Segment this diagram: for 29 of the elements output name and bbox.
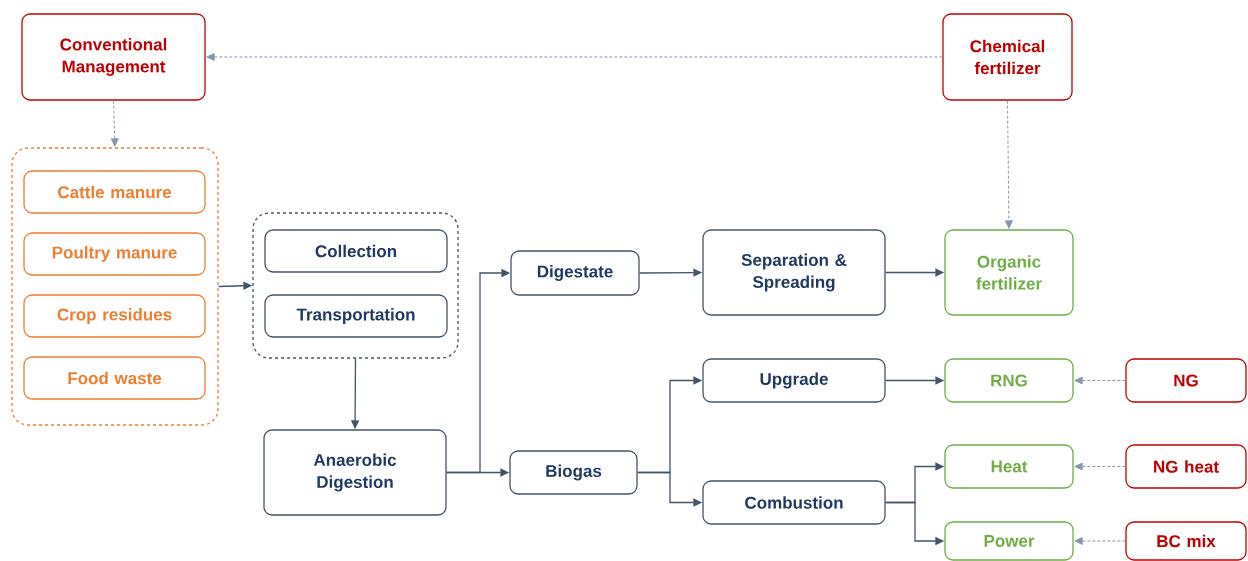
process-box: Organic fertilizer	[944, 229, 1074, 316]
process-box: Upgrade	[702, 358, 886, 403]
process-box: Combustion	[702, 480, 886, 525]
process-box: NG heat	[1125, 444, 1247, 489]
process-box: RNG	[944, 358, 1074, 403]
dashed-group-outline	[252, 212, 459, 359]
arrow	[206, 53, 943, 61]
arrow	[1074, 537, 1126, 545]
arrow	[1074, 462, 1126, 471]
arrow	[1005, 100, 1013, 229]
process-box: Power	[944, 521, 1074, 561]
item-box: Collection	[264, 229, 448, 273]
item-box: Transportation	[264, 294, 448, 338]
arrow	[110, 100, 119, 147]
process-box: NG	[1125, 358, 1247, 403]
process-box: BC mix	[1125, 521, 1247, 561]
item-box: Cattle manure	[23, 170, 206, 214]
dashed-group-outline	[11, 147, 219, 426]
process-box: Conventional Management	[21, 13, 206, 101]
item-box: Crop residues	[23, 294, 206, 338]
process-box: Biogas	[509, 450, 638, 495]
process-box: Anaerobic Digestion	[263, 429, 447, 516]
process-box: Separation & Spreading	[702, 229, 886, 316]
item-box: Poultry manure	[23, 232, 206, 276]
item-box: Food waste	[23, 356, 206, 400]
process-box: Chemical fertilizer	[942, 13, 1073, 101]
process-box: Heat	[944, 444, 1074, 489]
process-box: Digestate	[510, 250, 640, 296]
arrow	[1074, 376, 1126, 385]
